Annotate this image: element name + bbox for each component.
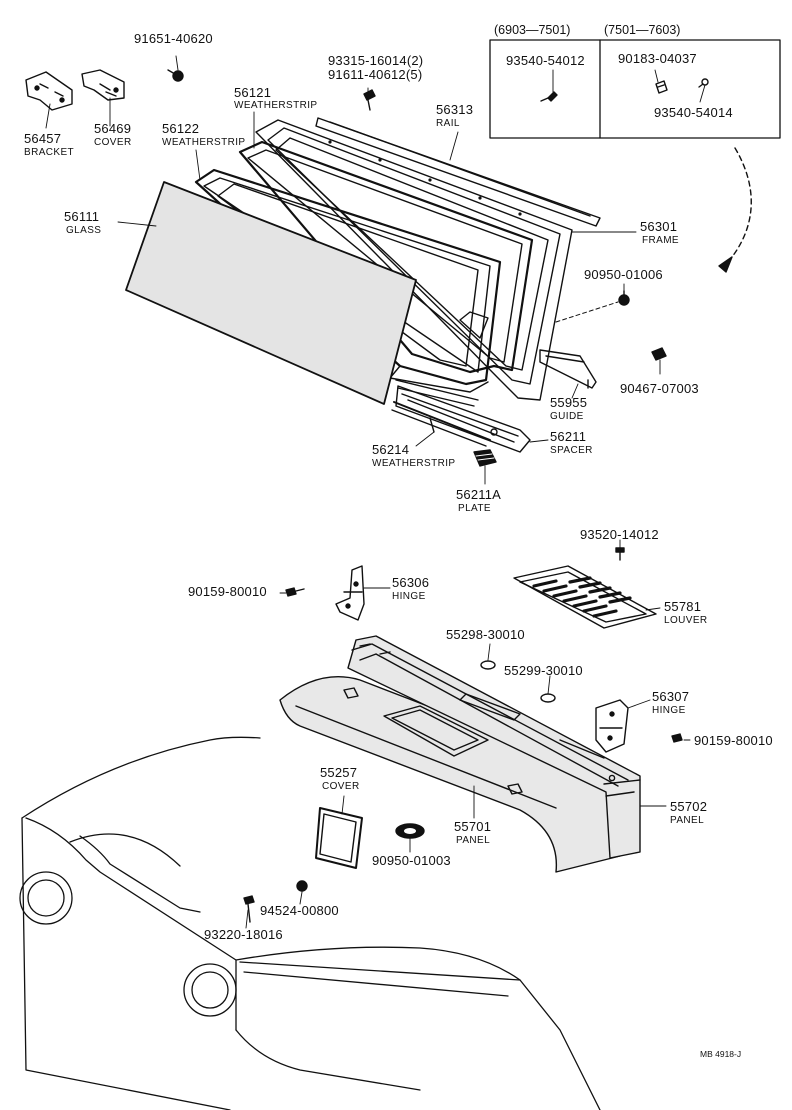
- clip-icon: [655, 80, 668, 94]
- variant-part-number: 93540-54014: [654, 105, 733, 120]
- plate-56211A: [473, 449, 497, 467]
- callout-55257-number[interactable]: 55257: [320, 765, 358, 780]
- callout-56457-name: BRACKET: [24, 147, 75, 158]
- callout-56121-number[interactable]: 56121: [234, 85, 272, 100]
- frame-56301: [255, 119, 573, 401]
- callout-55257-name: COVER: [322, 781, 360, 792]
- callout-56301-number[interactable]: 56301: [640, 219, 678, 234]
- callout-56307-name: HINGE: [652, 705, 686, 716]
- callout-56111-name: GLASS: [66, 225, 102, 236]
- callout-55701-number[interactable]: 55701: [454, 819, 492, 834]
- bracket-56457: [25, 71, 73, 111]
- vehicle-body-outline: [19, 736, 601, 1110]
- callout-56306-name: HINGE: [392, 591, 426, 602]
- pad-55299: [540, 693, 556, 703]
- callout-56121-name: WEATHERSTRIP: [234, 100, 318, 111]
- callout-56211A-number[interactable]: 56211A: [456, 487, 502, 502]
- callout-55298-30010[interactable]: 55298-30010: [446, 627, 525, 642]
- callout-55702-number[interactable]: 55702: [670, 799, 708, 814]
- drawing-code: MB 4918-J: [700, 1049, 742, 1059]
- callout-94524-00800[interactable]: 94524-00800: [260, 903, 339, 918]
- callout-56211A-name: PLATE: [458, 503, 491, 514]
- bolt-91651: [167, 69, 184, 82]
- cover-56469: [81, 69, 125, 101]
- callout-56211-number[interactable]: 56211: [550, 429, 587, 444]
- louver-55781: [513, 565, 657, 629]
- callout-55299-30010[interactable]: 55299-30010: [504, 663, 583, 678]
- nut-90950-01006: [618, 290, 630, 306]
- callout-56469-name: COVER: [94, 137, 132, 148]
- callout-56457-number[interactable]: 56457: [24, 131, 62, 146]
- callout-90950-01006[interactable]: 90950-01006: [584, 267, 663, 282]
- callout-56214-name: WEATHERSTRIP: [372, 458, 456, 469]
- grommet-90950-01003: [395, 823, 425, 839]
- variant-part-number: 93540-54012: [506, 53, 585, 68]
- callout-56122-name: WEATHERSTRIP: [162, 137, 246, 148]
- callout-56307-number[interactable]: 56307: [652, 689, 690, 704]
- pad-55298: [480, 660, 496, 670]
- hinge-56307: [595, 699, 629, 753]
- callout-90950-01003[interactable]: 90950-01003: [372, 853, 451, 868]
- callout-93220-18016[interactable]: 93220-18016: [204, 927, 283, 942]
- callout-90467-07003[interactable]: 90467-07003: [620, 381, 699, 396]
- callout-90159-80010-left[interactable]: 90159-80010: [188, 584, 267, 599]
- reference-arrow: [718, 147, 752, 273]
- variant-header-early: (6903—7501): [494, 23, 571, 37]
- callout-56122-number[interactable]: 56122: [162, 121, 200, 136]
- screw-93520: [615, 547, 625, 561]
- variant-part-number: 90183-04037: [618, 51, 697, 66]
- rail-56313: [315, 117, 601, 227]
- screw-90159-b: [671, 733, 683, 743]
- screw-icon: [698, 78, 709, 88]
- callout-55955-number[interactable]: 55955: [550, 395, 588, 410]
- callout-56313-number[interactable]: 56313: [436, 102, 474, 117]
- callout-56306-number[interactable]: 56306: [392, 575, 430, 590]
- callout-56111-number[interactable]: 56111: [64, 209, 100, 224]
- nut-94524: [296, 880, 308, 892]
- weatherstrip-56214: [391, 401, 491, 447]
- callout-55781-name: LOUVER: [664, 615, 708, 626]
- weatherstrip-56121: [238, 140, 534, 374]
- callout-91611-40612[interactable]: 91611-40612(5): [328, 67, 423, 82]
- callout-56469-number[interactable]: 56469: [94, 121, 132, 136]
- callout-56313-name: RAIL: [436, 118, 460, 129]
- callout-56211-name: SPACER: [550, 445, 593, 456]
- callout-55955-name: GUIDE: [550, 411, 584, 422]
- variant-box: [489, 39, 781, 139]
- callout-55781-number[interactable]: 55781: [664, 599, 702, 614]
- guide-55955: [539, 349, 597, 389]
- clip-90467: [651, 347, 667, 361]
- callout-55701-name: PANEL: [456, 835, 491, 846]
- leader-lines: [45, 55, 691, 929]
- glass-56111: [125, 181, 417, 405]
- screw-93220: [243, 895, 255, 923]
- panel-55702: [347, 635, 641, 859]
- callout-56301-name: FRAME: [642, 235, 679, 246]
- hinge-56306: [335, 565, 365, 621]
- cover-55257: [315, 807, 363, 869]
- callout-90159-80010-right[interactable]: 90159-80010: [694, 733, 773, 748]
- callout-93520-14012[interactable]: 93520-14012: [580, 527, 659, 542]
- screw-90159-a: [285, 587, 305, 597]
- callout-91651-40620[interactable]: 91651-40620: [134, 31, 213, 46]
- screw-icon: [540, 91, 558, 102]
- callout-56214-number[interactable]: 56214: [372, 442, 410, 457]
- screw-93315: [363, 89, 376, 111]
- variant-header-late: (7501—7603): [604, 23, 681, 37]
- callout-55702-name: PANEL: [670, 815, 705, 826]
- callout-93315-16014[interactable]: 93315-16014(2): [328, 53, 424, 68]
